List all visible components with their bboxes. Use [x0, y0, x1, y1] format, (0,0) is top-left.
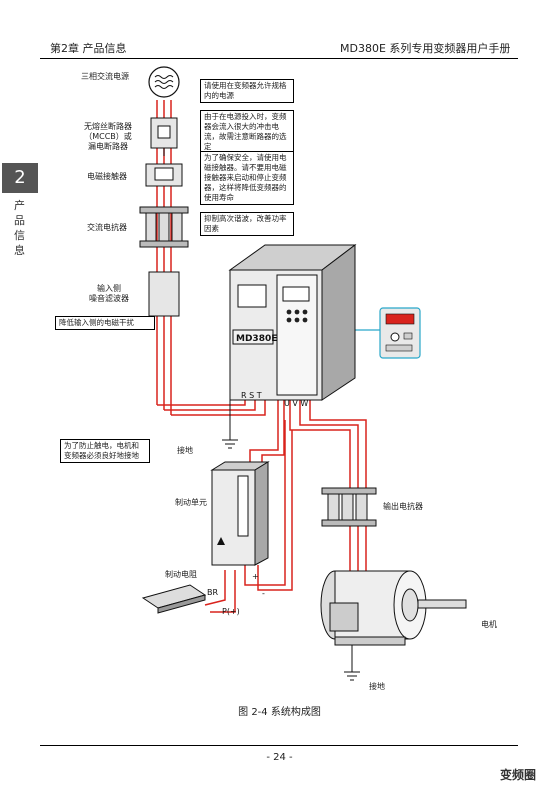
- brake-resistor-icon: [141, 584, 207, 614]
- contactor-icon: [145, 163, 183, 187]
- ground-symbol-2: [344, 645, 360, 681]
- brake-resistor-label: 制动电阻: [165, 570, 197, 579]
- power-wires: [156, 100, 367, 613]
- power-source-label: 三相交流电源: [81, 72, 129, 81]
- input-filter-label: 输入侧 噪音滤波器: [89, 284, 129, 303]
- breaker-label: 无熔丝断路器 （MCCB）或 漏电断路器: [84, 122, 132, 151]
- output-reactor-label: 输出电抗器: [383, 502, 423, 511]
- manual-title: MD380E 系列专用变频器用户手册: [340, 42, 511, 55]
- ground-note: 为了防止触电，电机和变频器必须良好地接地: [60, 439, 150, 463]
- chapter-side-text: 产品信息: [14, 199, 25, 257]
- contactor-label: 电磁接触器: [87, 172, 127, 181]
- motor-icon: [320, 570, 467, 646]
- breaker-icon: [150, 117, 178, 156]
- drive-body: [228, 243, 357, 401]
- figure-caption: 图 2-4 系统构成图: [238, 707, 321, 718]
- ground-label-1: 接地: [177, 446, 193, 455]
- reactor-note: 抑制高次谐波，改善功率因素: [200, 212, 294, 236]
- br-terminal-label: BR: [207, 588, 218, 597]
- watermark-text: 变频圈: [500, 768, 537, 782]
- contactor-note: 为了确保安全，请使用电磁接触器。请不要用电磁接触器来启动和停止变频器，这样将降低…: [200, 151, 294, 205]
- ground-label-2: 接地: [369, 682, 385, 691]
- motor-label: 电机: [481, 620, 497, 629]
- minus-terminal-label: -: [262, 589, 265, 598]
- input-filter-icon: [148, 271, 180, 317]
- footer-rule: [40, 745, 518, 746]
- p-terminal-label: P(+): [222, 607, 240, 616]
- drive-model-label: MD380E: [236, 334, 277, 344]
- power-note: 请使用在变频器允许规格内的电源: [200, 79, 294, 103]
- input-terminals-label: R S T: [241, 391, 262, 400]
- ac-reactor-label: 交流电抗器: [87, 223, 127, 232]
- keypad-icon: [379, 307, 421, 359]
- chapter-header: 第2章 产品信息: [50, 42, 127, 55]
- page-number: - 24 -: [266, 752, 293, 763]
- ac-reactor-icon: [139, 206, 189, 248]
- ground-symbol-1: [222, 400, 238, 449]
- brake-unit-label: 制动单元: [175, 498, 207, 507]
- chapter-number-tab: 2: [2, 163, 38, 193]
- filter-note: 降低输入侧的电磁干扰: [55, 316, 155, 330]
- breaker-note: 由于在电源投入时，变频器会流入很大的冲击电流，故需注意断路器的选定: [200, 110, 294, 154]
- output-terminals-label: U V W: [284, 399, 308, 408]
- power-source-icon: [148, 66, 180, 98]
- brake-unit-icon: [210, 461, 270, 566]
- output-reactor-icon: [321, 487, 377, 527]
- plus-terminal-label: +: [252, 572, 259, 581]
- header-rule: [40, 58, 518, 59]
